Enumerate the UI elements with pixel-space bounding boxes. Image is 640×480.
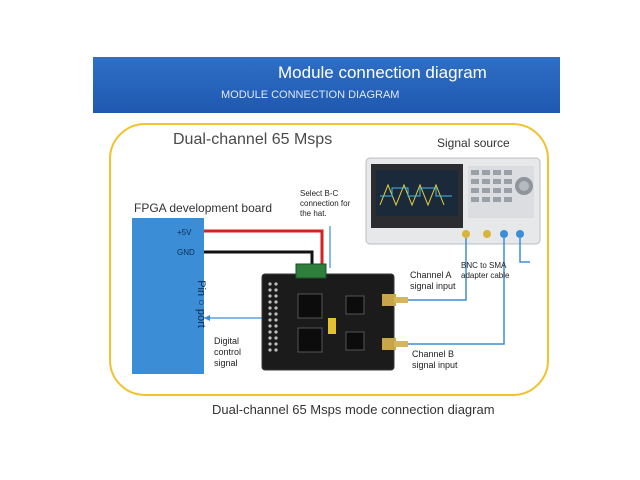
fpga-board-block <box>132 218 204 374</box>
diagram-heading: Dual-channel 65 Msps <box>173 131 333 148</box>
fpga-board-label: FPGA development board <box>134 201 273 215</box>
digital-control-arrow <box>204 315 210 321</box>
plus5v-label: +5V <box>177 228 192 237</box>
signal-source-label: Signal source <box>437 136 510 150</box>
select-bc-note: Select B-C connection for the hat. <box>300 189 351 218</box>
board-silkscreen: AD9226_2CH_V1.0 12bit_65MSPS High_Speed_… <box>294 371 412 377</box>
adc-module <box>261 263 408 371</box>
channel-b-label: Channel B signal input <box>412 349 458 370</box>
diagram-caption: Dual-channel 65 Msps mode connection dia… <box>212 402 495 417</box>
signal-generator <box>365 157 541 245</box>
title-banner: Module connection diagram MODULE CONNECT… <box>93 57 560 113</box>
gnd-label: GND <box>177 248 195 257</box>
banner-subtitle: MODULE CONNECTION DIAGRAM <box>221 89 400 101</box>
wire-gnd <box>204 250 314 266</box>
diagram-frame <box>109 123 549 396</box>
cable-extra <box>519 238 530 263</box>
digital-control-label: Digital control signal <box>214 336 242 368</box>
banner-title: Module connection diagram <box>278 63 487 82</box>
cable-channel-a <box>408 238 467 301</box>
cable-channel-b <box>408 238 505 345</box>
wire-5v <box>204 229 324 266</box>
pin-port-label: Pin ○ port <box>194 280 207 328</box>
channel-a-label: Channel A signal input <box>410 270 456 291</box>
bnc-sma-note: BNC to SMA adapter cable <box>461 261 510 280</box>
